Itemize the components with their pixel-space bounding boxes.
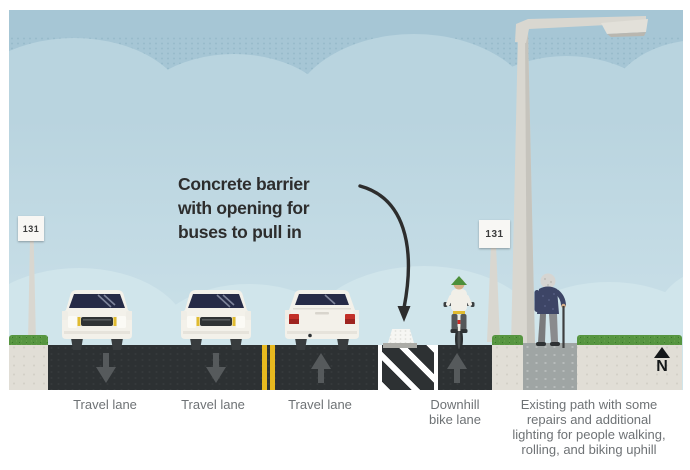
route-number: 131 (22, 223, 40, 234)
car-front-view-1 (62, 290, 132, 350)
down-arrow-icon (96, 353, 116, 383)
roadway (48, 345, 492, 390)
label-travel-lane-2: Travel lane (181, 397, 245, 412)
concrete-barrier (388, 329, 414, 343)
buffer-hatching (378, 345, 438, 390)
label-travel-lane-3: Travel lane (288, 397, 352, 412)
label-travel-lane-1: Travel lane (73, 397, 137, 412)
route-number: 131 (485, 228, 504, 240)
annotation-text: Concrete barrier with opening for buses … (178, 174, 310, 243)
label-downhill-bike-lane: Downhill bike lane (428, 397, 482, 427)
north-compass: N (648, 347, 676, 376)
grass-strip (492, 335, 523, 345)
pedestrian-with-cane (534, 273, 566, 348)
center-line-yellow (270, 345, 275, 390)
car-front-view-2 (181, 290, 251, 350)
up-arrow-icon (447, 353, 467, 383)
north-arrow-icon (654, 347, 670, 358)
left-sidewalk (9, 343, 48, 390)
grass-strip (577, 335, 682, 345)
center-line-yellow (262, 345, 267, 390)
cyclist (443, 276, 475, 352)
concrete-barrier-base (383, 343, 417, 348)
compass-label: N (656, 358, 668, 375)
grass-strip (9, 335, 48, 345)
existing-path-surface (523, 343, 577, 390)
car-rear-view (285, 290, 359, 350)
street-light (511, 16, 648, 346)
down-arrow-icon (206, 353, 226, 383)
sign-post (28, 217, 36, 343)
label-existing-path: Existing path with some repairs and addi… (512, 397, 666, 457)
route-sign-131-right: 131 (479, 220, 510, 248)
route-sign-131-left: 131 (18, 216, 44, 241)
up-arrow-icon (311, 353, 331, 383)
